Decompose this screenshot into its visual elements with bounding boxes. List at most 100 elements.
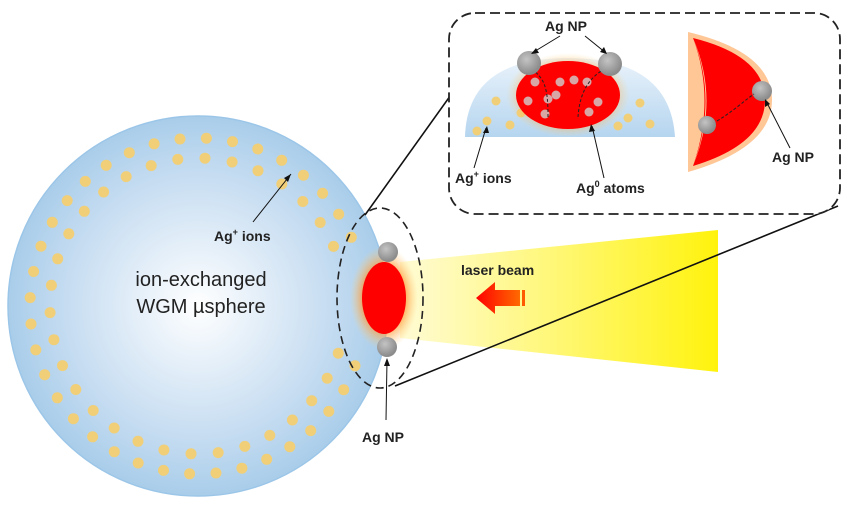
ion-dot	[345, 231, 357, 243]
ion-dot	[44, 307, 56, 319]
ion-dot	[46, 216, 58, 228]
ion-dot	[25, 318, 37, 330]
ion-dot	[87, 431, 99, 443]
ag0-atom	[551, 90, 561, 100]
laser-direction-arrow	[476, 282, 525, 314]
ion-dot	[78, 205, 90, 217]
ion-dot	[87, 405, 99, 416]
inset-crescent-np-bottom	[698, 116, 716, 134]
ion-dot	[172, 153, 184, 165]
ion-dot	[284, 441, 296, 453]
ion-dot	[212, 447, 224, 459]
ion-dot	[98, 186, 110, 198]
ag-ions-pointer	[252, 173, 292, 223]
ion-dot	[314, 217, 326, 228]
ion-dot	[48, 334, 60, 346]
ion-dot	[174, 133, 186, 145]
sphere-label-line2: WGM µsphere	[136, 296, 265, 318]
ion-dot	[252, 165, 264, 177]
ion-dot	[79, 175, 91, 187]
zoom-line-top	[364, 77, 464, 216]
inset-ion-dot	[472, 126, 482, 136]
ion-dot	[67, 413, 79, 425]
ion-dot	[61, 195, 73, 207]
inset-ag0-label: Ag0 atoms	[576, 179, 645, 196]
ion-dot	[321, 372, 333, 384]
ag-np-bottom-pointer	[385, 359, 388, 421]
inset-ion-dot	[505, 120, 515, 130]
ion-dot	[297, 196, 309, 207]
ion-dot	[199, 152, 211, 164]
ion-dot	[145, 160, 157, 172]
ion-dot	[185, 448, 197, 460]
ion-dot	[286, 414, 298, 426]
ion-dot	[264, 429, 276, 441]
inset-ion-dot	[613, 121, 623, 131]
ion-dot	[276, 154, 288, 166]
ion-dot	[120, 171, 132, 183]
ion-dot	[297, 169, 309, 181]
ion-dot	[51, 392, 63, 404]
ion-dot	[132, 457, 144, 469]
ion-dot	[28, 266, 40, 277]
ion-dot	[132, 435, 144, 447]
inset-ag-ions-label: Ag+ ions	[455, 169, 512, 186]
ion-dot	[148, 138, 160, 150]
ag0-atom	[584, 107, 594, 117]
ion-dot	[338, 384, 350, 396]
zoom-region-ellipse	[336, 207, 424, 389]
inset-nanoparticle-right	[598, 52, 622, 76]
ion-dot	[100, 159, 112, 171]
ion-dot	[261, 453, 273, 465]
ion-dot	[317, 187, 329, 199]
ag0-atom	[582, 77, 592, 87]
ion-dot	[305, 425, 317, 437]
ag0-atom	[540, 109, 550, 119]
ion-dot	[108, 422, 120, 434]
ag-ions-label: Ag+ ions	[214, 227, 271, 244]
inset-ion-dot	[482, 116, 492, 126]
ion-dot	[70, 384, 82, 395]
laser-beam-label: laser beam	[461, 262, 534, 278]
ion-dot	[123, 147, 135, 159]
inset-crescent-np-top	[752, 81, 772, 101]
ion-dot	[333, 208, 345, 220]
ion-dot	[57, 360, 68, 372]
inset-ag-np-top-label: Ag NP	[545, 18, 587, 34]
ion-dot	[200, 132, 212, 144]
ion-dot	[63, 228, 75, 240]
ag0-atom	[555, 77, 565, 87]
ion-dot	[35, 240, 47, 252]
inset-ion-dot	[623, 113, 633, 123]
ion-dot	[39, 369, 51, 381]
ion-dot	[45, 279, 57, 291]
sphere-label-line1: ion-exchanged	[135, 269, 266, 291]
ion-dot	[226, 156, 238, 168]
laser-beam-cone	[400, 230, 718, 372]
ion-dot	[108, 446, 120, 458]
ag0-atom	[543, 94, 553, 104]
inset-ag-np-right-label: Ag NP	[772, 149, 814, 165]
ag-np-bottom-label: Ag NP	[362, 429, 404, 445]
ion-dot	[332, 347, 344, 359]
ion-dot	[236, 462, 248, 474]
ion-dot	[323, 405, 335, 417]
ion-dot	[252, 143, 264, 155]
inset-crescent-arrow	[716, 93, 755, 122]
ion-dot	[24, 292, 36, 304]
ion-dot	[276, 178, 288, 190]
inset-ag0-atoms	[523, 75, 603, 119]
inset-crescent-fill	[693, 38, 706, 166]
ion-dot	[52, 253, 64, 265]
ion-dot	[227, 136, 238, 148]
ion-dot	[239, 440, 251, 452]
hot-spot	[362, 262, 406, 334]
inset-crescent	[693, 38, 765, 166]
ag-nanoparticle-bottom	[377, 337, 397, 357]
ion-dot	[306, 395, 318, 407]
inset-ion-dot	[645, 119, 655, 129]
ag0-atom	[523, 96, 533, 106]
ion-dot	[158, 464, 169, 476]
inset-ion-dot	[491, 96, 501, 106]
